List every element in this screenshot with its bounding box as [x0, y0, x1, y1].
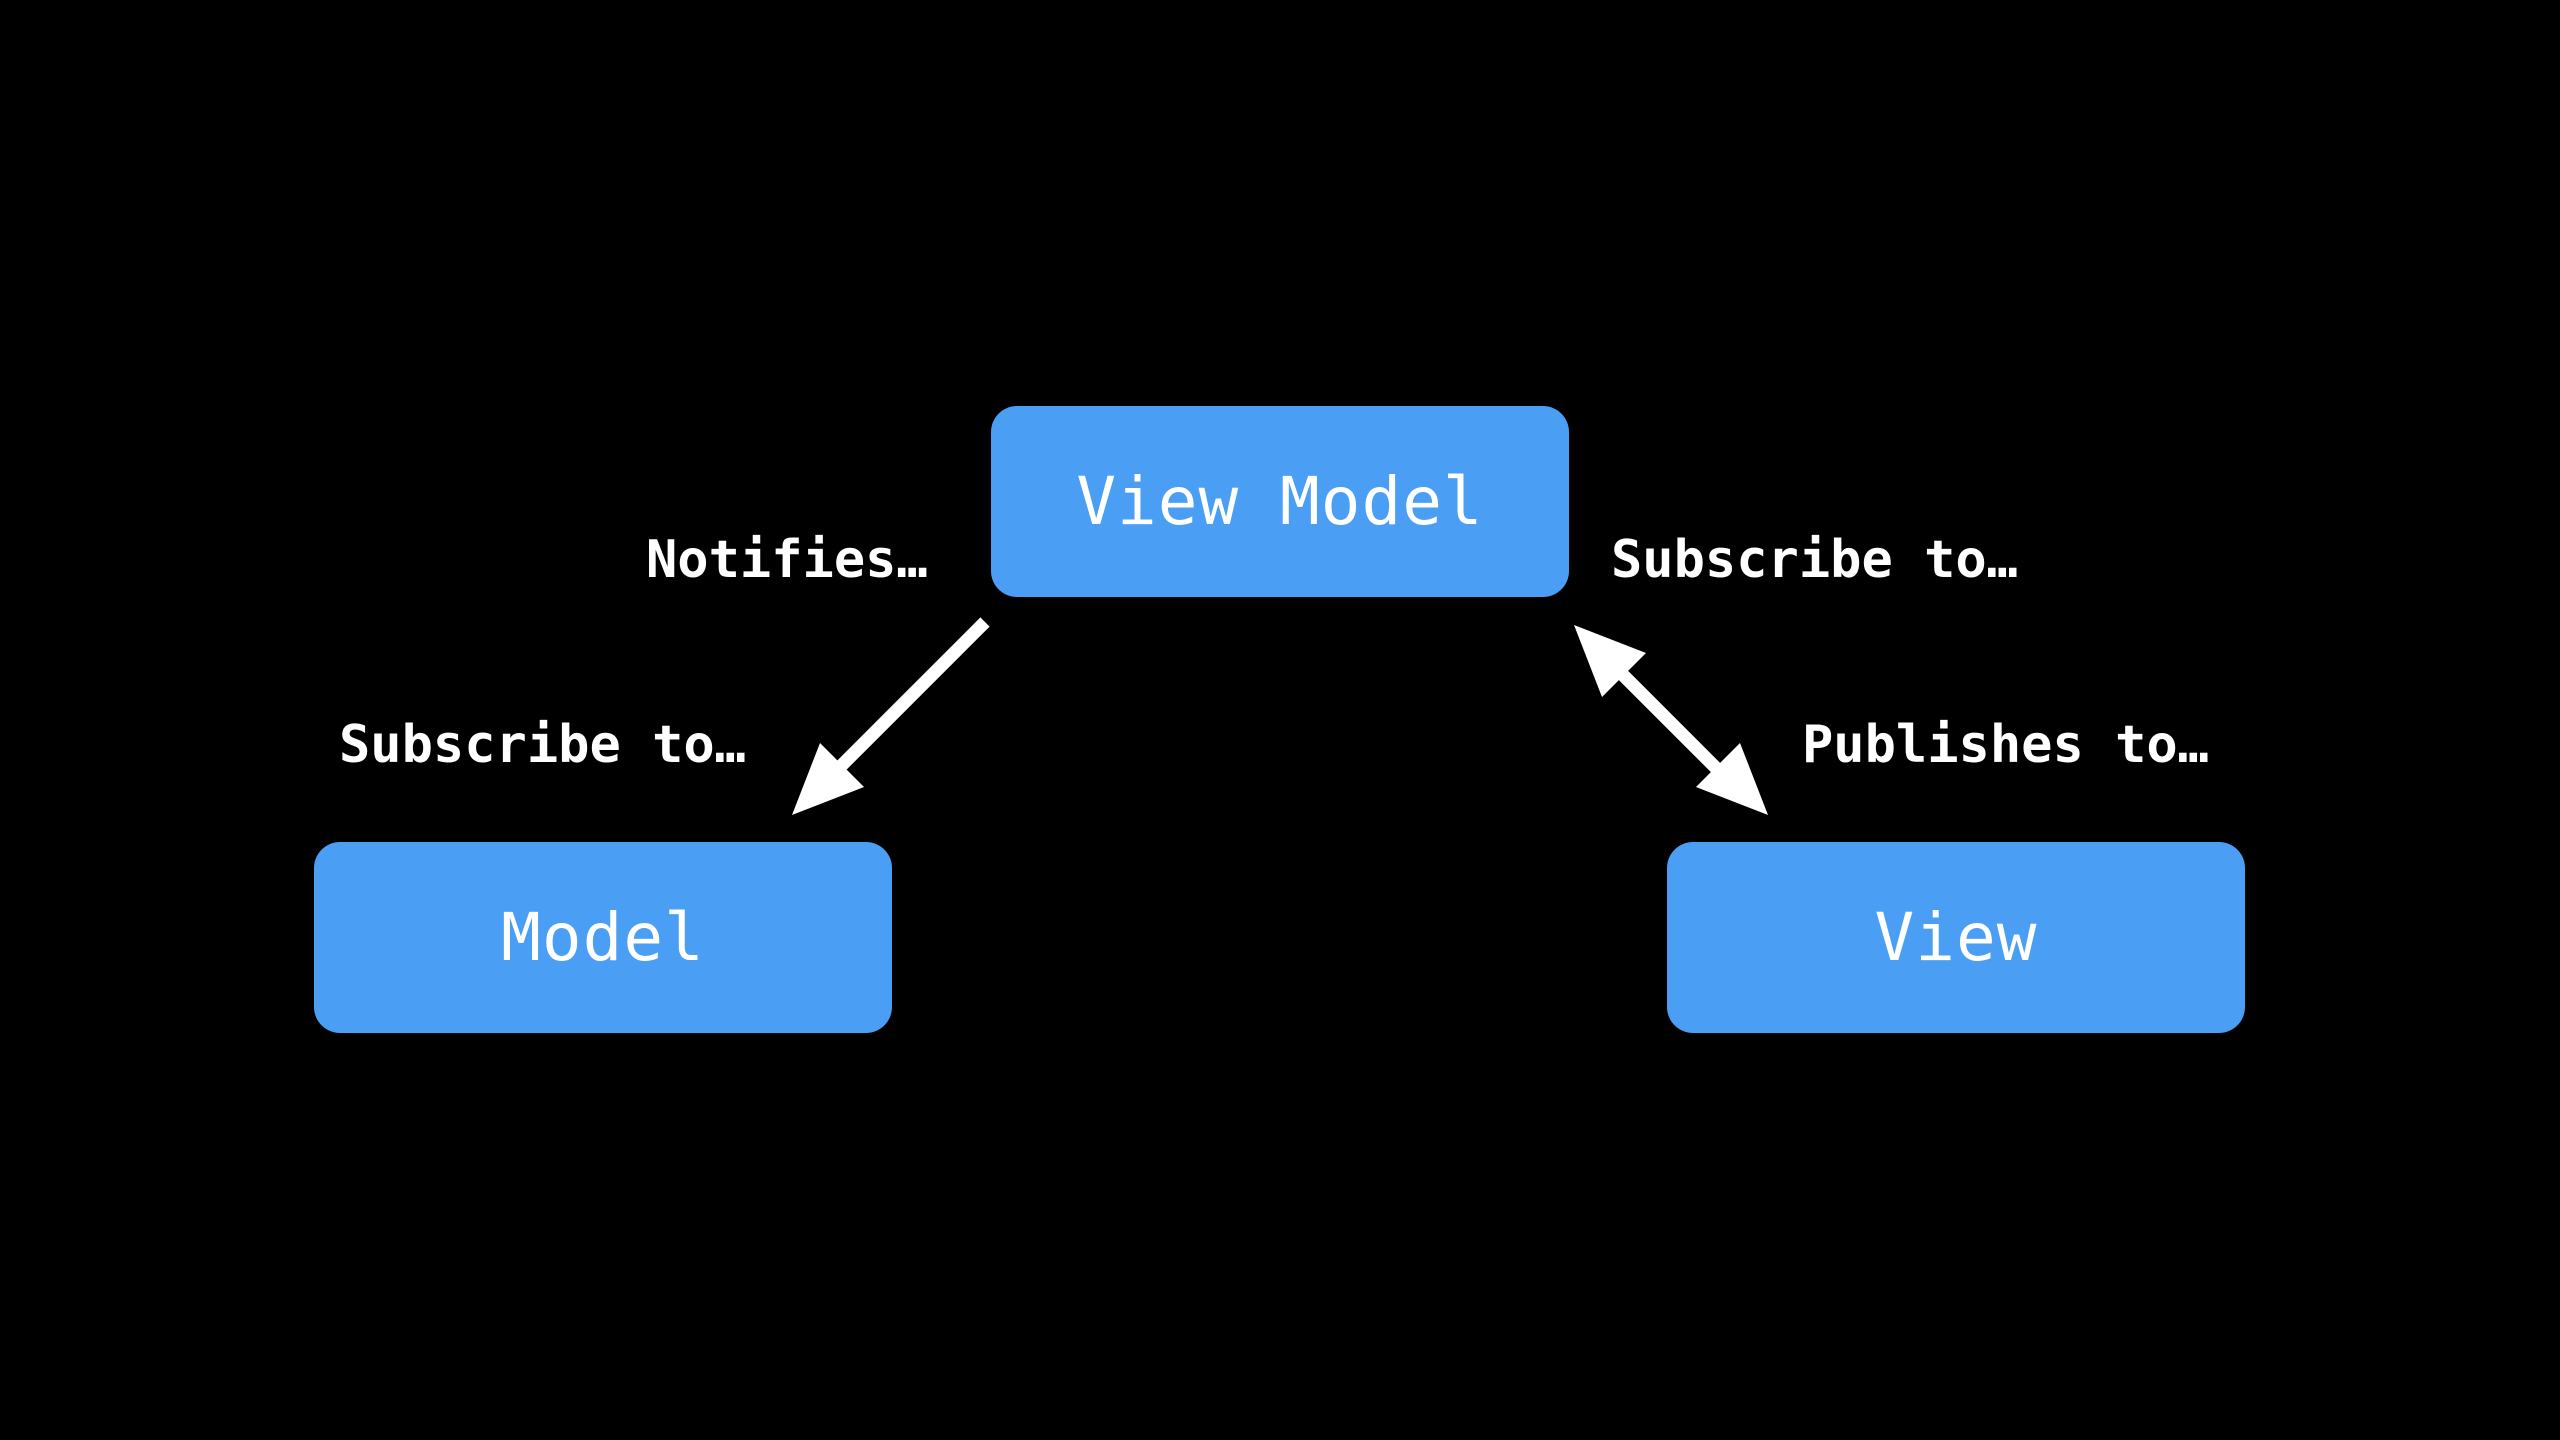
arrow-view-model-view-bidirectional: [1574, 625, 1768, 815]
view-model-node: View Model: [991, 406, 1569, 597]
arrow-shaft: [826, 617, 990, 781]
view-label: View: [1874, 899, 2038, 976]
subscribe-to-model-label: Subscribe to…: [339, 715, 746, 775]
publishes-to-label: Publishes to…: [1802, 715, 2209, 775]
view-node: View: [1667, 842, 2245, 1033]
subscribe-to-view-model-label: Subscribe to…: [1611, 530, 2018, 590]
arrow-head-bottom: [1696, 743, 1768, 815]
notifies-label: Notifies…: [646, 530, 928, 590]
arrow-view-model-to-model: [792, 617, 990, 815]
arrow-head: [792, 743, 864, 815]
arrow-shaft: [1600, 652, 1743, 795]
view-model-label: View Model: [1076, 463, 1484, 540]
model-label: Model: [501, 899, 705, 976]
arrow-head-top: [1574, 625, 1646, 697]
model-node: Model: [314, 842, 892, 1033]
